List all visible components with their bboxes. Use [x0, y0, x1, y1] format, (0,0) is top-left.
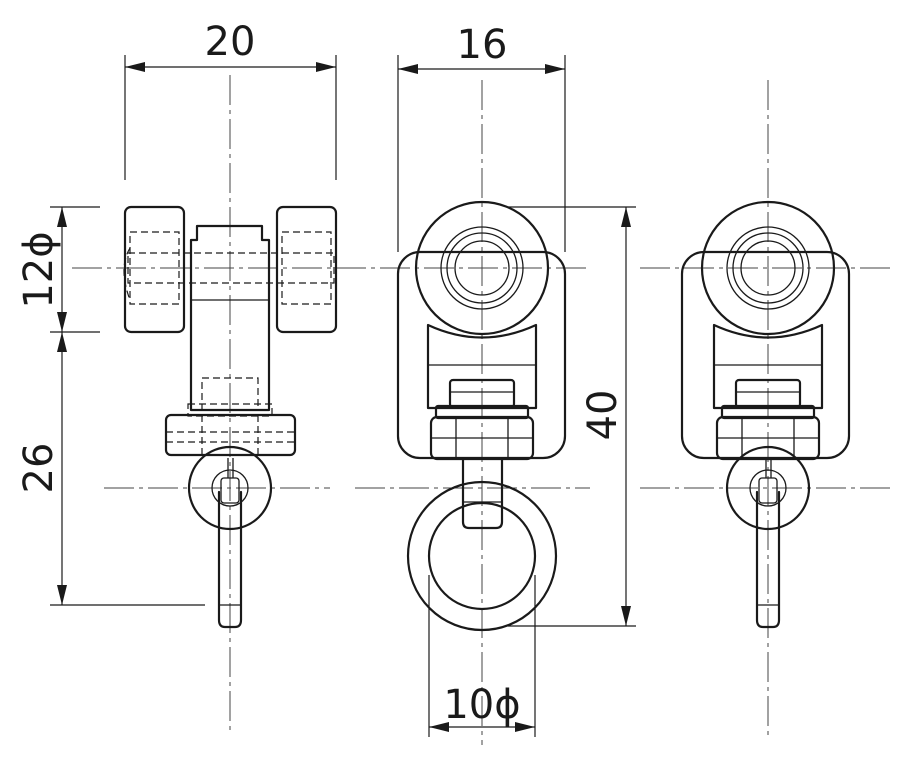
dimension-hook-height: 26 — [16, 332, 205, 606]
stem — [461, 457, 504, 530]
dimension-label: 20 — [205, 19, 256, 65]
left-roller — [123, 205, 186, 334]
eye-ring — [725, 445, 811, 531]
dimension-roller-diameter: 12ϕ — [16, 206, 100, 333]
dimension-ring-diameter: 10ϕ — [428, 575, 536, 737]
eye-ring — [187, 445, 273, 531]
dimension-body-width: 16 — [397, 22, 566, 252]
housing — [680, 250, 851, 460]
hanger-body — [189, 224, 271, 412]
right-roller — [275, 205, 338, 334]
dimension-label: 10ϕ — [443, 682, 520, 728]
dimension-label: 40 — [580, 390, 626, 441]
ring — [406, 480, 558, 632]
dimension-label: 16 — [457, 22, 508, 68]
wheel — [414, 200, 550, 336]
dimension-roller-width: 20 — [124, 19, 337, 180]
bracket — [426, 323, 538, 410]
dimension-overall-height: 40 — [508, 206, 636, 627]
dimension-label: 12ϕ — [16, 231, 62, 308]
wheel — [700, 200, 836, 336]
alternate-front-view — [680, 200, 851, 629]
hook-pin — [755, 490, 781, 629]
hook-pin — [217, 490, 243, 629]
side-view — [123, 205, 338, 629]
nut — [164, 413, 297, 457]
dimension-label: 26 — [16, 443, 62, 494]
front-view — [396, 200, 567, 632]
